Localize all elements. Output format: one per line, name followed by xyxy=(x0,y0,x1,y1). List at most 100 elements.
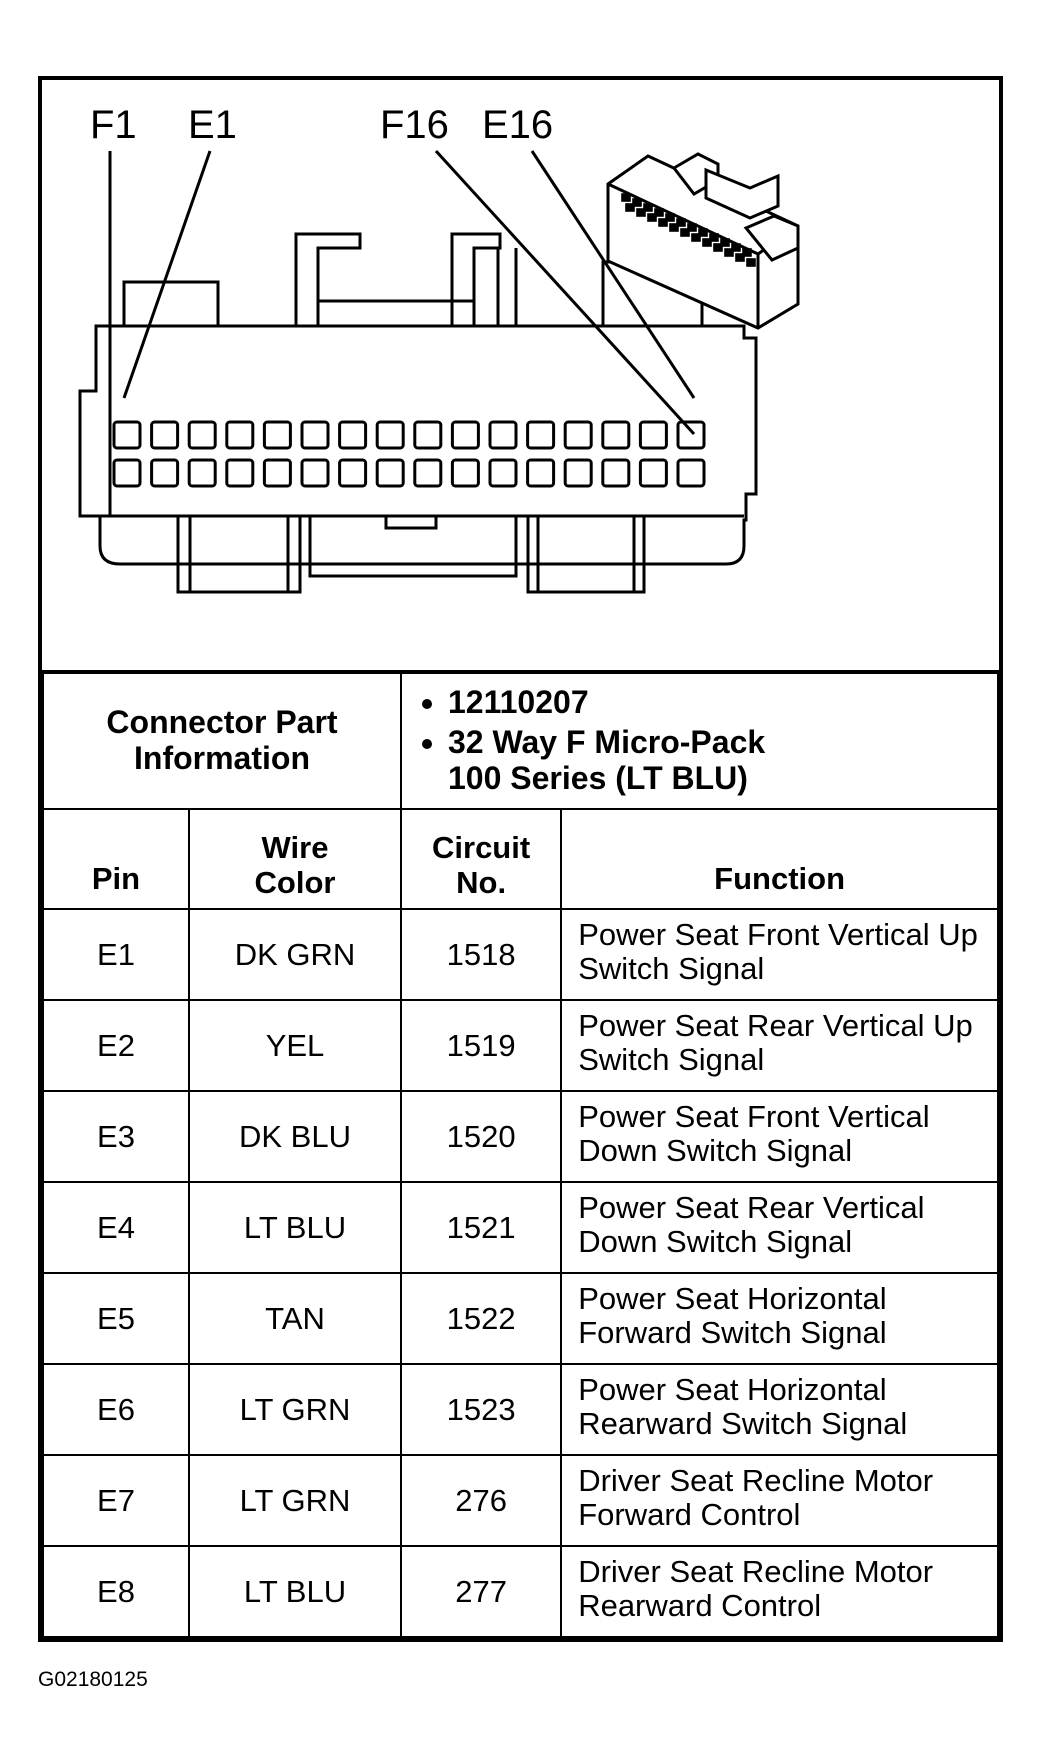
iso-pin xyxy=(647,213,657,222)
wire-color-cell: DK BLU xyxy=(188,1090,402,1183)
pin-cavity xyxy=(262,458,292,488)
connector-info-label: Connector Part Information xyxy=(42,670,402,810)
iso-pin xyxy=(680,228,690,237)
iso-pin xyxy=(720,238,730,247)
connector-pinout-table: Connector Part Information 12110207 32 W… xyxy=(42,670,999,1638)
function-cell: Power Seat Rear Vertical Up Switch Signa… xyxy=(560,999,999,1092)
pin-cavity xyxy=(300,420,330,450)
pin-cavity xyxy=(187,420,217,450)
iso-pin xyxy=(731,243,741,252)
circuit-cell: 1519 xyxy=(399,999,563,1092)
wire-color-cell: LT BLU xyxy=(188,1545,402,1638)
wire-color-cell: DK GRN xyxy=(188,908,402,1001)
pin-cavity xyxy=(638,458,668,488)
pin-cell: E7 xyxy=(42,1454,190,1547)
pin-cavity xyxy=(262,420,292,450)
iso-pin xyxy=(687,223,697,232)
iso-pin xyxy=(636,208,646,217)
circuit-cell: 1523 xyxy=(399,1363,563,1456)
iso-pin xyxy=(654,208,664,217)
pin-cavity xyxy=(563,420,593,450)
pin-cavity xyxy=(413,458,443,488)
iso-pin xyxy=(698,228,708,237)
pin-cavity xyxy=(375,458,405,488)
circuit-cell: 277 xyxy=(399,1545,563,1638)
iso-pin xyxy=(746,258,756,267)
wire-color-cell: TAN xyxy=(188,1272,402,1365)
pin-cavity xyxy=(676,420,706,450)
pin-cell: E1 xyxy=(42,908,190,1001)
pin-cell: E3 xyxy=(42,1090,190,1183)
header-wire-color: Wire Color xyxy=(188,808,402,910)
iso-pin xyxy=(724,248,734,257)
pin-cavity xyxy=(601,458,631,488)
pin-cavity xyxy=(450,420,480,450)
function-cell: Power Seat Front Vertical Up Switch Sign… xyxy=(560,908,999,1001)
header-pin: Pin xyxy=(42,808,190,910)
circuit-cell: 1521 xyxy=(399,1181,563,1274)
label-e16: E16 xyxy=(482,103,553,147)
pin-cell: E6 xyxy=(42,1363,190,1456)
pin-cavity xyxy=(676,458,706,488)
circuit-cell: 1522 xyxy=(399,1272,563,1365)
header-function: Function xyxy=(560,808,999,910)
iso-pin xyxy=(742,248,752,257)
pin-cavity xyxy=(638,420,668,450)
pin-cell: E4 xyxy=(42,1181,190,1274)
circuit-cell: 276 xyxy=(399,1454,563,1547)
iso-pin xyxy=(621,193,631,202)
connector-3d-icon xyxy=(606,152,800,330)
pin-cavity xyxy=(225,458,255,488)
iso-pin xyxy=(643,203,653,212)
function-cell: Driver Seat Recline Motor Rearward Contr… xyxy=(560,1545,999,1638)
function-cell: Power Seat Front Vertical Down Switch Si… xyxy=(560,1090,999,1183)
header-circuit: Circuit No. xyxy=(399,808,563,910)
wire-color-cell: YEL xyxy=(188,999,402,1092)
pin-cavity xyxy=(488,458,518,488)
function-cell: Power Seat Rear Vertical Down Switch Sig… xyxy=(560,1181,999,1274)
iso-pin xyxy=(691,233,701,242)
iso-pin xyxy=(665,213,675,222)
pin-cell: E2 xyxy=(42,999,190,1092)
iso-pin xyxy=(709,233,719,242)
pin-cavity xyxy=(563,458,593,488)
function-cell: Power Seat Horizontal Forward Switch Sig… xyxy=(560,1272,999,1365)
pin-cavity xyxy=(526,420,556,450)
pin-cavity xyxy=(601,420,631,450)
connector-info-row: Connector Part Information 12110207 32 W… xyxy=(42,670,999,810)
pin-cavity xyxy=(225,420,255,450)
iso-pin xyxy=(702,238,712,247)
pin-cavity xyxy=(150,420,180,450)
pin-cell: E5 xyxy=(42,1272,190,1365)
pin-cell: E8 xyxy=(42,1545,190,1638)
pin-cavity xyxy=(338,458,368,488)
pin-cavity xyxy=(413,420,443,450)
pin-cavity xyxy=(375,420,405,450)
connector-diagram: F1 E1 F16 E16 xyxy=(42,80,999,674)
part-number: 12110207 xyxy=(448,684,997,720)
pin-cavity xyxy=(150,458,180,488)
pin-cavity xyxy=(450,458,480,488)
iso-pin xyxy=(658,218,668,227)
function-cell: Power Seat Horizontal Rearward Switch Si… xyxy=(560,1363,999,1456)
diagram-frame: F1 E1 F16 E16 xyxy=(38,76,1003,1642)
pin-cavity xyxy=(187,458,217,488)
table-header-row: Pin Wire Color Circuit No. Function xyxy=(42,808,999,910)
iso-pin xyxy=(676,218,686,227)
iso-pin xyxy=(625,203,635,212)
wire-color-cell: LT GRN xyxy=(188,1363,402,1456)
connector-body xyxy=(78,232,758,594)
function-cell: Driver Seat Recline Motor Forward Contro… xyxy=(560,1454,999,1547)
pin-cavity xyxy=(338,420,368,450)
pin-cavities xyxy=(112,420,706,488)
figure-id: G02180125 xyxy=(38,1668,148,1691)
label-e1: E1 xyxy=(188,103,237,147)
wire-color-cell: LT BLU xyxy=(188,1181,402,1274)
pin-cavity xyxy=(526,458,556,488)
